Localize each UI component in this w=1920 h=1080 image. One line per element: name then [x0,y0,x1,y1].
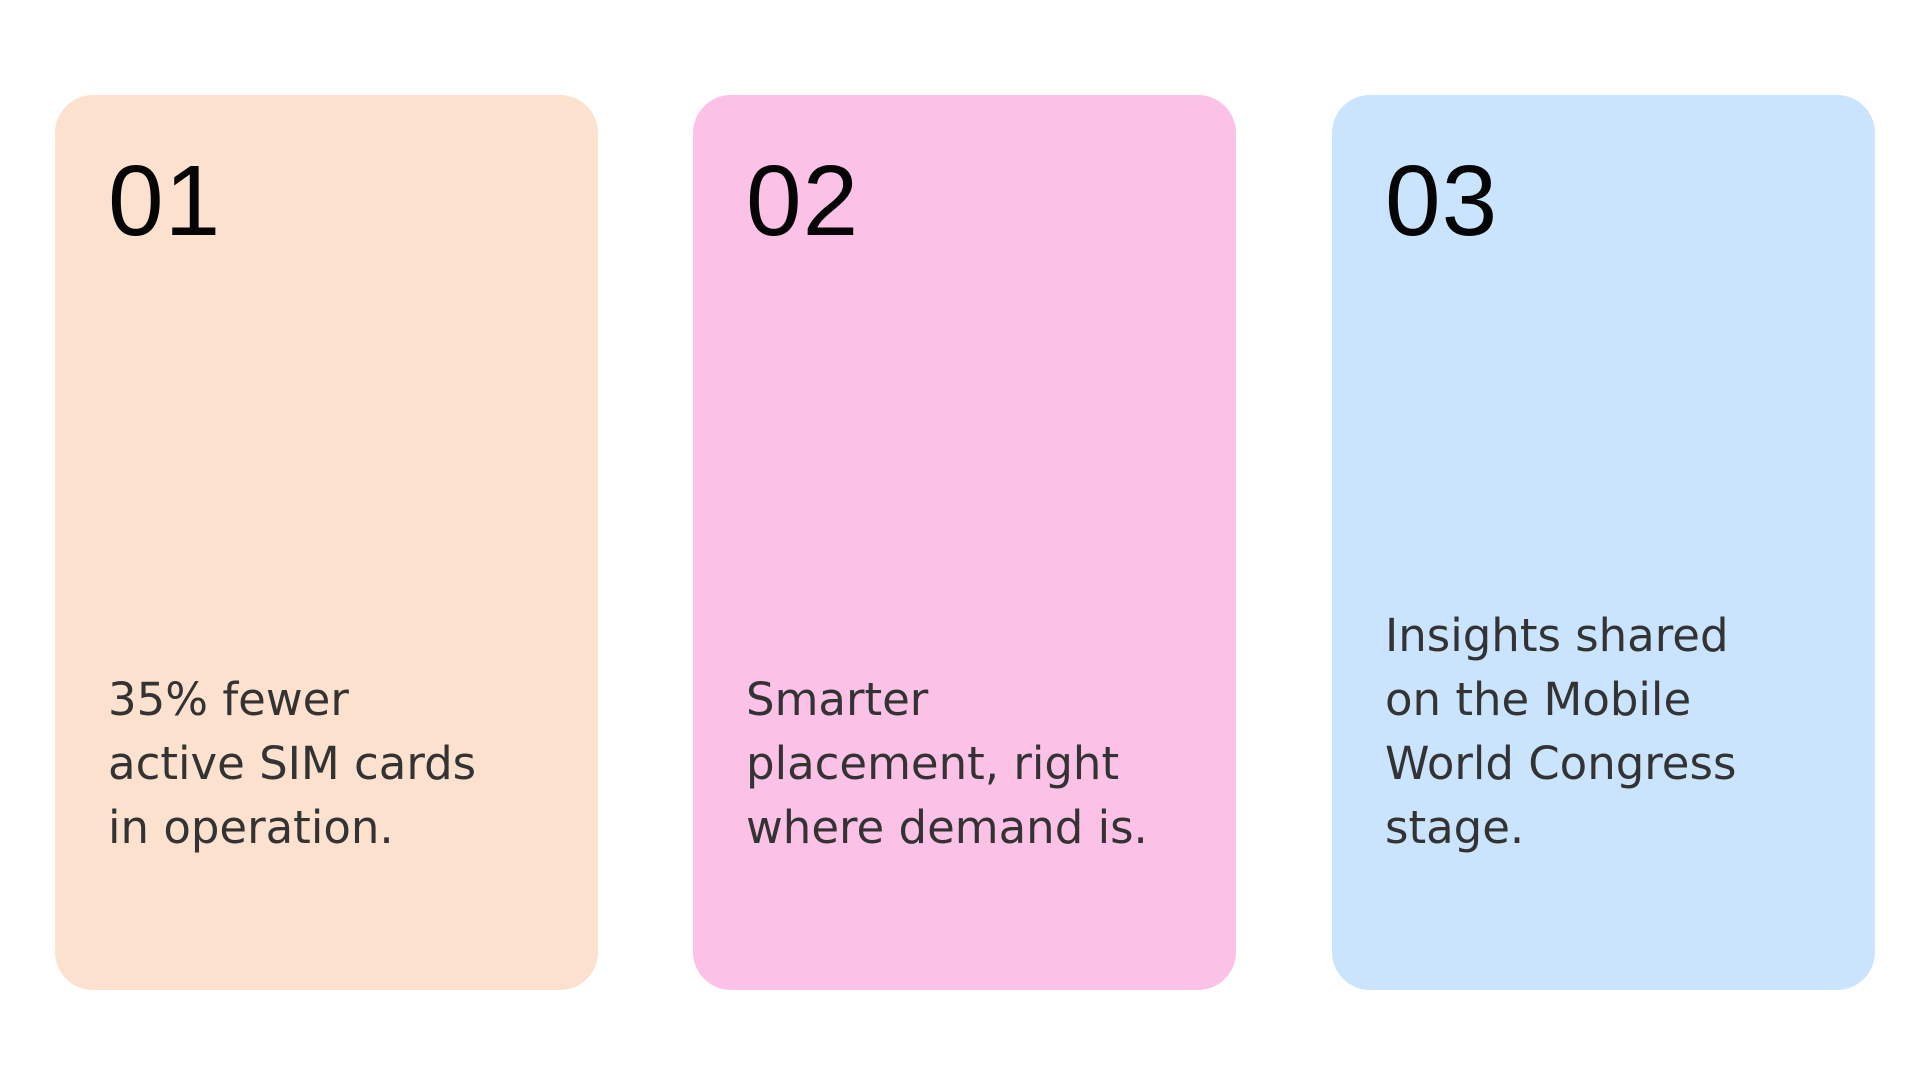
card-number: 01 [108,145,222,257]
card-number: 03 [1385,145,1499,257]
card-number: 02 [746,145,860,257]
card-text: 35% fewer active SIM cards in operation. [108,673,477,854]
card-01: 01 35% fewer active SIM cards in operati… [55,95,598,990]
card-text: Insights shared on the Mobile World Cong… [1385,609,1737,854]
card-02: 02 Smarter placement, right where demand… [693,95,1236,990]
card-text: Smarter placement, right where demand is… [746,673,1148,854]
card-03: 03 Insights shared on the Mobile World C… [1332,95,1875,990]
